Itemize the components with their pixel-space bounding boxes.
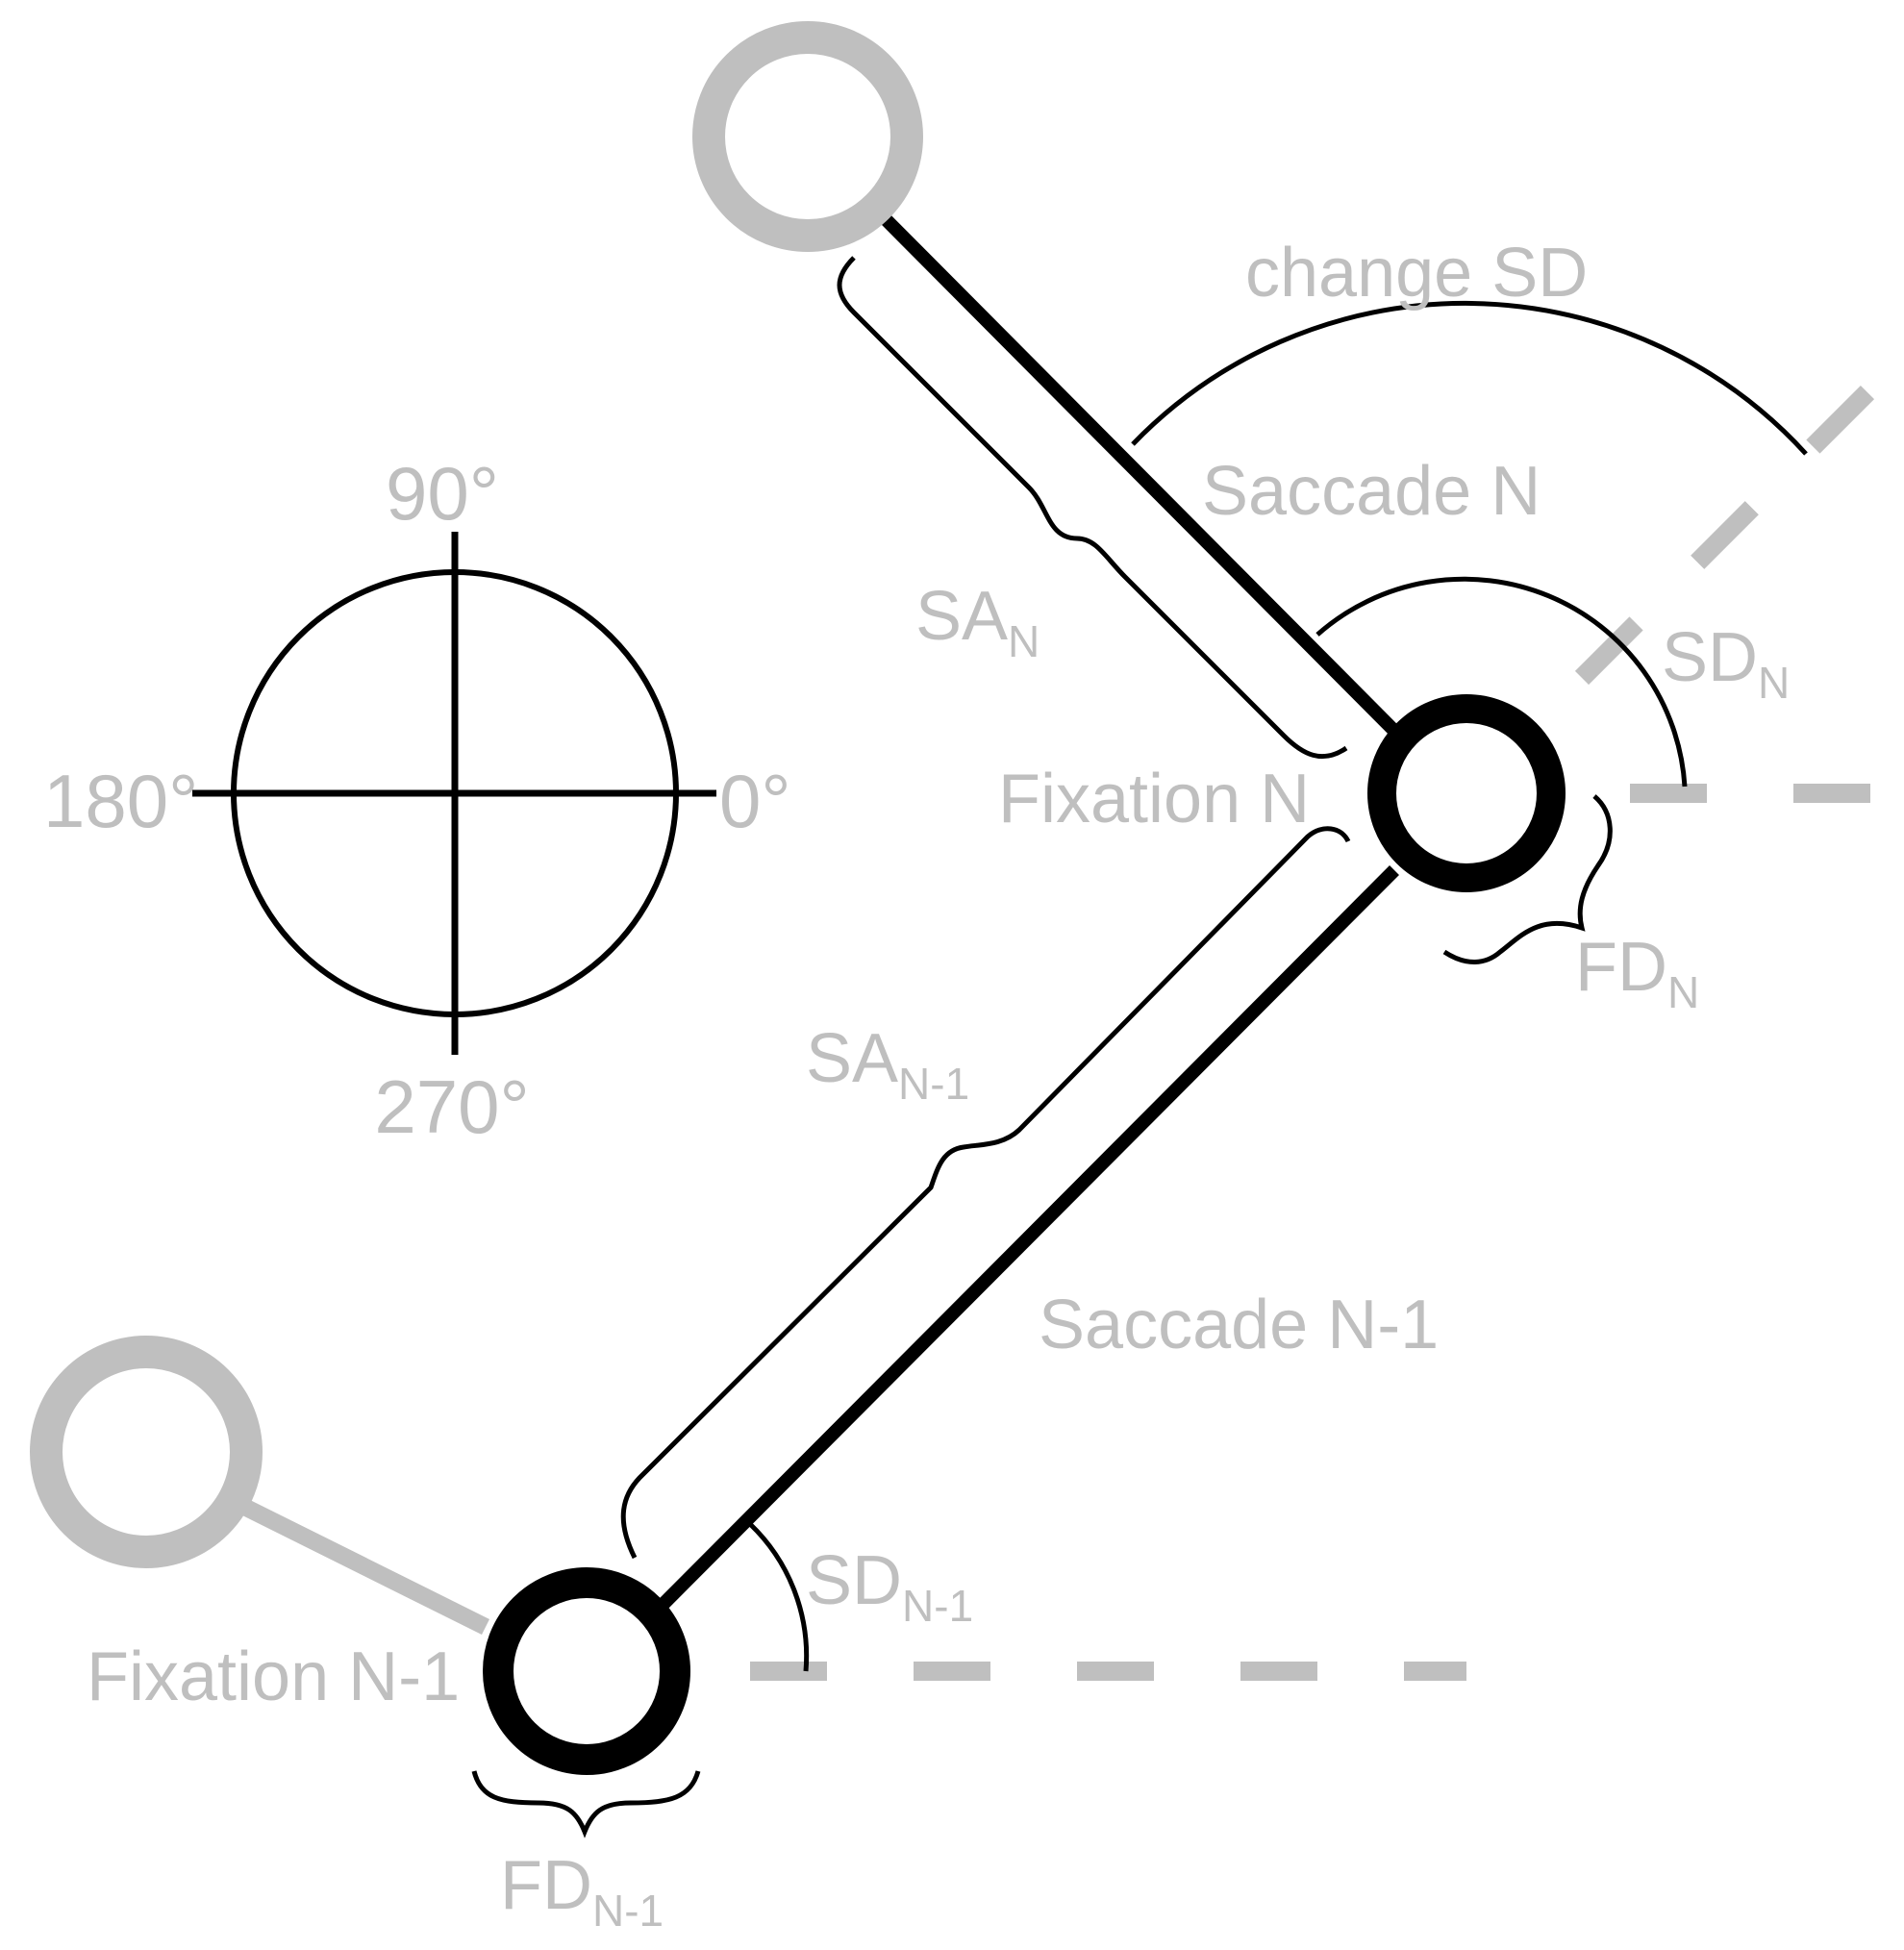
- saccade-n-label: Saccade N: [1202, 453, 1541, 530]
- fixation-n-minus-1-label: Fixation N-1: [87, 1638, 460, 1715]
- sa-n-brace: [837, 256, 1348, 760]
- compass-label-90: 90°: [386, 451, 499, 536]
- fixation-n-label: Fixation N: [998, 761, 1310, 838]
- direction-compass: [192, 532, 716, 1055]
- compass-label-180: 180°: [43, 759, 198, 843]
- sd-n-minus-1-label: SDN-1: [806, 1542, 973, 1631]
- fd-n-minus-1-label: FDN-1: [500, 1847, 664, 1936]
- saccade-n-line: [875, 209, 1397, 734]
- sa-n-minus-1-label: SAN-1: [806, 1020, 969, 1109]
- compass-label-270: 270°: [374, 1064, 529, 1149]
- next-fixation-circle: [692, 21, 923, 252]
- fd-n-minus-1-brace: [471, 1770, 701, 1838]
- fd-n-label: FDN: [1575, 929, 1699, 1017]
- saccade-n-minus-1-line: [647, 865, 1399, 1620]
- fixation-n-circle: [1367, 694, 1566, 892]
- change-sd-label: change SD: [1245, 235, 1588, 312]
- sd-n-arc: [1315, 576, 1688, 788]
- previous-fixation-circle: [30, 1336, 263, 1568]
- change-sd-arc: [1131, 300, 1808, 456]
- sa-n-label: SAN: [915, 578, 1040, 666]
- previous-connection-line: [236, 1496, 490, 1636]
- diagonal-reference-dashed: [1574, 372, 1888, 686]
- fixation-n-minus-1-circle: [483, 1567, 690, 1775]
- saccade-n-minus-1-label: Saccade N-1: [1039, 1287, 1439, 1363]
- sd-n-label: SDN: [1662, 619, 1790, 708]
- compass-label-0: 0°: [719, 759, 791, 843]
- sd-n-minus-1-arc: [748, 1522, 810, 1672]
- sa-n-minus-1-brace: [620, 826, 1351, 1560]
- fd-n-brace: [1442, 794, 1613, 964]
